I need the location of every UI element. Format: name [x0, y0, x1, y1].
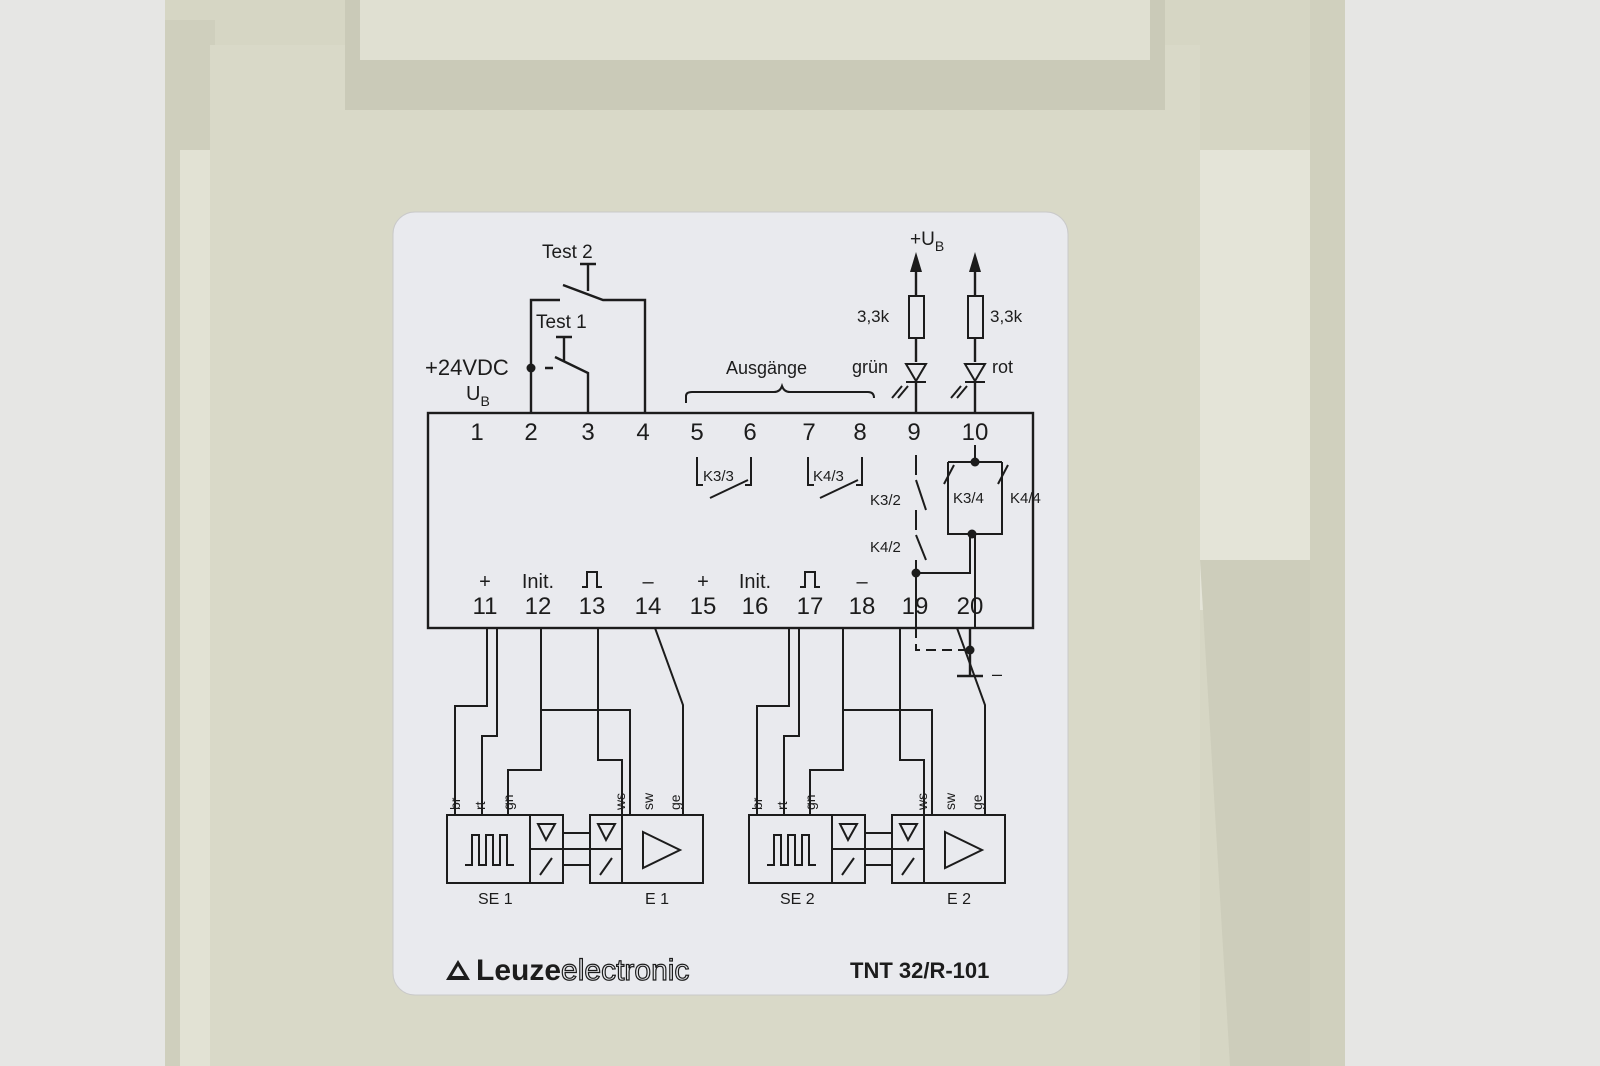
- led-green-label: grün: [852, 357, 888, 377]
- pin-4: 4: [636, 419, 649, 446]
- wire-color-label: rt: [774, 801, 790, 810]
- pulse-generator-icon: [465, 834, 514, 866]
- light-emission-icon: [891, 385, 968, 399]
- supply-label: +24VDC: [425, 355, 509, 380]
- wiring-label: [392, 211, 1069, 996]
- wire-color-label: ge: [667, 794, 683, 810]
- pin-10: 10: [962, 419, 989, 446]
- wire-color-label: br: [447, 797, 463, 810]
- junction-dot: [911, 568, 921, 578]
- test2-label: Test 2: [542, 242, 593, 263]
- pin-2: 2: [524, 419, 537, 446]
- pin-symbol: Init.: [522, 571, 554, 593]
- se2-label: SE 2: [780, 891, 815, 908]
- amplifier-icon: [642, 830, 683, 870]
- contact-k44-label: K4/4: [1010, 490, 1041, 507]
- test2-switch: [529, 262, 647, 413]
- pin-11: 11: [473, 593, 498, 620]
- pin-symbol: Init.: [739, 571, 771, 593]
- resistor-right: [967, 295, 984, 339]
- optical-link-icon: [530, 823, 622, 876]
- test1-label: Test 1: [536, 312, 587, 333]
- junction-dot: [526, 363, 536, 373]
- pin-14: 14: [635, 593, 662, 620]
- pulse-generator-icon: [767, 834, 816, 866]
- junction-dot: [970, 457, 980, 467]
- se1-label: SE 1: [478, 891, 513, 908]
- pulse-symbol-icon: [582, 571, 602, 588]
- contact-k34-label: K3/4: [953, 490, 984, 507]
- ground-minus: –: [992, 664, 1002, 684]
- plus-ub-label: +UB: [910, 229, 944, 254]
- pin-18: 18: [849, 593, 876, 620]
- pin-12: 12: [525, 593, 552, 620]
- pin-5: 5: [690, 419, 703, 446]
- pin-15: 15: [690, 593, 717, 620]
- wire-color-label: ws: [914, 793, 930, 811]
- pin-3: 3: [581, 419, 594, 446]
- pin-1: 1: [470, 419, 483, 446]
- resistor-right-value: 3,3k: [990, 307, 1023, 326]
- test1-switch: [545, 335, 590, 413]
- resistor-left-value: 3,3k: [857, 307, 890, 326]
- sensor-cable-wires: [454, 627, 684, 815]
- resistor-left: [908, 295, 925, 339]
- ub-label: UB: [466, 383, 490, 409]
- outputs-brace: [685, 382, 875, 403]
- pulse-symbol-icon: [800, 571, 820, 588]
- wire-color-label: sw: [942, 792, 958, 810]
- e2-label: E 2: [947, 891, 971, 908]
- contact-k33-label: K3/3: [703, 468, 734, 485]
- leuze-logo-icon: [446, 960, 470, 980]
- led-wires: [914, 265, 977, 413]
- pin-symbol: –: [856, 571, 868, 593]
- contact-k32-label: K3/2: [870, 492, 901, 509]
- pin-symbol: –: [642, 571, 654, 593]
- junction-dot: [965, 645, 975, 655]
- led-icon: [904, 363, 987, 383]
- wire-color-label: ge: [969, 794, 985, 810]
- wire-color-label: gn: [802, 794, 818, 810]
- pin-9: 9: [907, 419, 920, 446]
- pin-13: 13: [579, 593, 606, 620]
- pin-20: 20: [957, 593, 984, 620]
- pin-16: 16: [742, 593, 769, 620]
- wire-color-label: gn: [500, 794, 516, 810]
- model-number: TNT 32/R-101: [850, 958, 989, 983]
- amplifier-icon: [944, 830, 985, 870]
- pin-symbol: +: [479, 571, 491, 593]
- pin-17: 17: [797, 593, 824, 620]
- pin-6: 6: [743, 419, 756, 446]
- junction-dot: [967, 529, 977, 539]
- brand-logo: Leuzeelectronic: [446, 953, 690, 988]
- contact-k43-label: K4/3: [813, 468, 844, 485]
- pin-symbol: +: [697, 571, 709, 593]
- sensor-cable-wires: [756, 627, 986, 815]
- optical-link-icon: [832, 823, 924, 876]
- wire-color-label: ws: [612, 793, 628, 811]
- outputs-label: Ausgänge: [726, 358, 807, 378]
- pin-7: 7: [802, 419, 815, 446]
- wire-color-label: br: [749, 797, 765, 810]
- pin-8: 8: [853, 419, 866, 446]
- contact-k42-label: K4/2: [870, 539, 901, 556]
- led-red-label: rot: [992, 357, 1013, 377]
- wire-color-label: rt: [472, 801, 488, 810]
- logo-text: Leuzeelectronic: [476, 954, 689, 987]
- module-box: [426, 411, 1035, 630]
- arrow-up-icon: [969, 252, 981, 272]
- wire-color-label: sw: [640, 792, 656, 810]
- contact-k43: [807, 457, 863, 499]
- e1-label: E 1: [645, 891, 669, 908]
- arrow-up-icon: [910, 252, 922, 272]
- dashed-link: [915, 628, 970, 651]
- contact-k33: [696, 457, 752, 499]
